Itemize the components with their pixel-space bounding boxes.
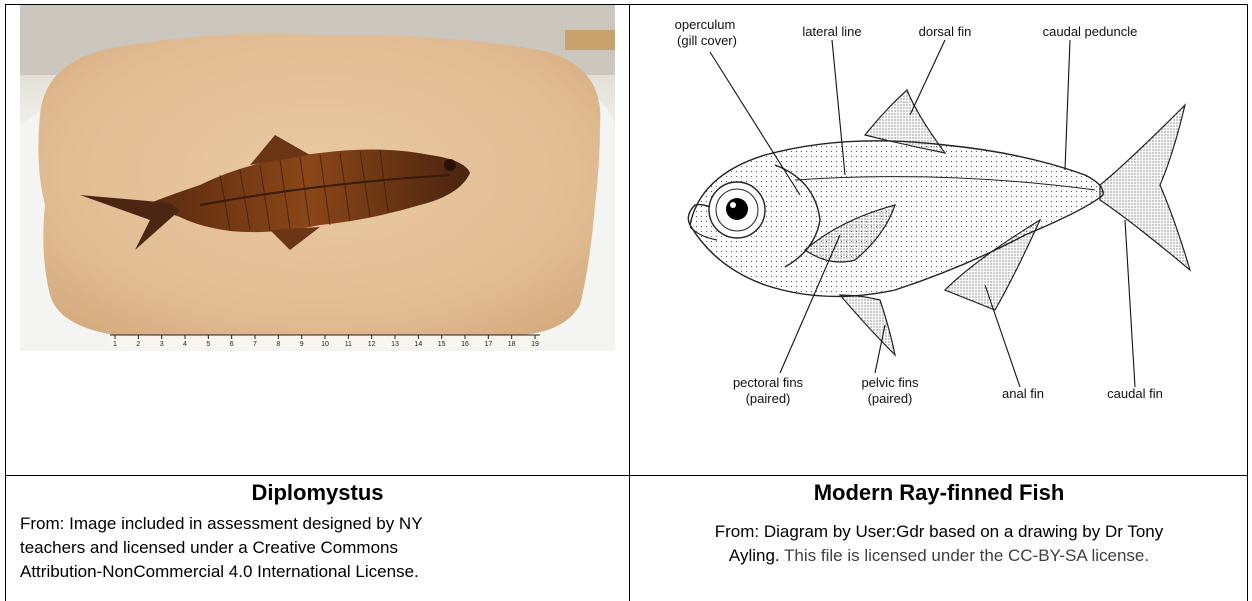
label-lateral-line: lateral line [802, 24, 861, 39]
table-border-center [629, 4, 630, 601]
ruler-number: 18 [508, 341, 516, 348]
label-caudal-peduncle: caudal peduncle [1043, 24, 1138, 39]
ruler-number: 5 [206, 341, 210, 348]
right-caption-line-2: Ayling. This file is licensed under the … [630, 544, 1248, 568]
ruler-number: 7 [253, 341, 257, 348]
left-caption: From: Image included in assessment desig… [20, 512, 620, 584]
right-caption: From: Diagram by User:Gdr based on a dra… [630, 520, 1248, 568]
label-pelvic-fins: pelvic fins [861, 375, 919, 390]
ruler-number: 10 [321, 341, 329, 348]
left-caption-line-1: From: Image included in assessment desig… [20, 512, 620, 536]
label-dorsal-fin: dorsal fin [919, 24, 972, 39]
label-operculum: operculum [675, 17, 736, 32]
table-border-left [5, 4, 6, 601]
ruler-number: 16 [461, 341, 469, 348]
ruler-number: 3 [160, 341, 164, 348]
label-gill-cover: (gill cover) [677, 33, 737, 48]
ruler-number: 1 [113, 341, 117, 348]
ruler-number: 9 [300, 341, 304, 348]
ruler-number: 8 [276, 341, 280, 348]
right-caption-author: Ayling. [729, 546, 784, 565]
right-caption-line-1: From: Diagram by User:Gdr based on a dra… [630, 520, 1248, 544]
ruler-number: 14 [414, 341, 422, 348]
ruler-number: 6 [230, 341, 234, 348]
ray-finned-fish-diagram: operculum (gill cover) lateral line dors… [645, 5, 1245, 445]
right-title: Modern Ray-finned Fish [630, 480, 1248, 506]
left-caption-line-2: teachers and licensed under a Creative C… [20, 536, 620, 560]
label-pectoral-paired: (paired) [746, 391, 791, 406]
right-caption-license: This file is licensed under the CC-BY-SA… [784, 546, 1149, 565]
left-caption-line-3: Attribution-NonCommercial 4.0 Internatio… [20, 560, 620, 584]
label-pelvic-paired: (paired) [868, 391, 913, 406]
ruler-number: 4 [183, 341, 187, 348]
ruler-number: 12 [368, 341, 376, 348]
ruler-number: 17 [484, 341, 492, 348]
ruler-number: 2 [136, 341, 140, 348]
left-title: Diplomystus [6, 480, 629, 506]
label-caudal-fin: caudal fin [1107, 386, 1163, 401]
table-border-row [5, 475, 1248, 476]
ruler-number: 19 [531, 341, 539, 348]
ruler-number: 11 [345, 341, 352, 348]
label-pectoral-fins: pectoral fins [733, 375, 804, 390]
ruler-number: 13 [391, 341, 399, 348]
ruler-number: 15 [438, 341, 446, 348]
label-anal-fin: anal fin [1002, 386, 1044, 401]
table-border-right [1247, 4, 1248, 601]
